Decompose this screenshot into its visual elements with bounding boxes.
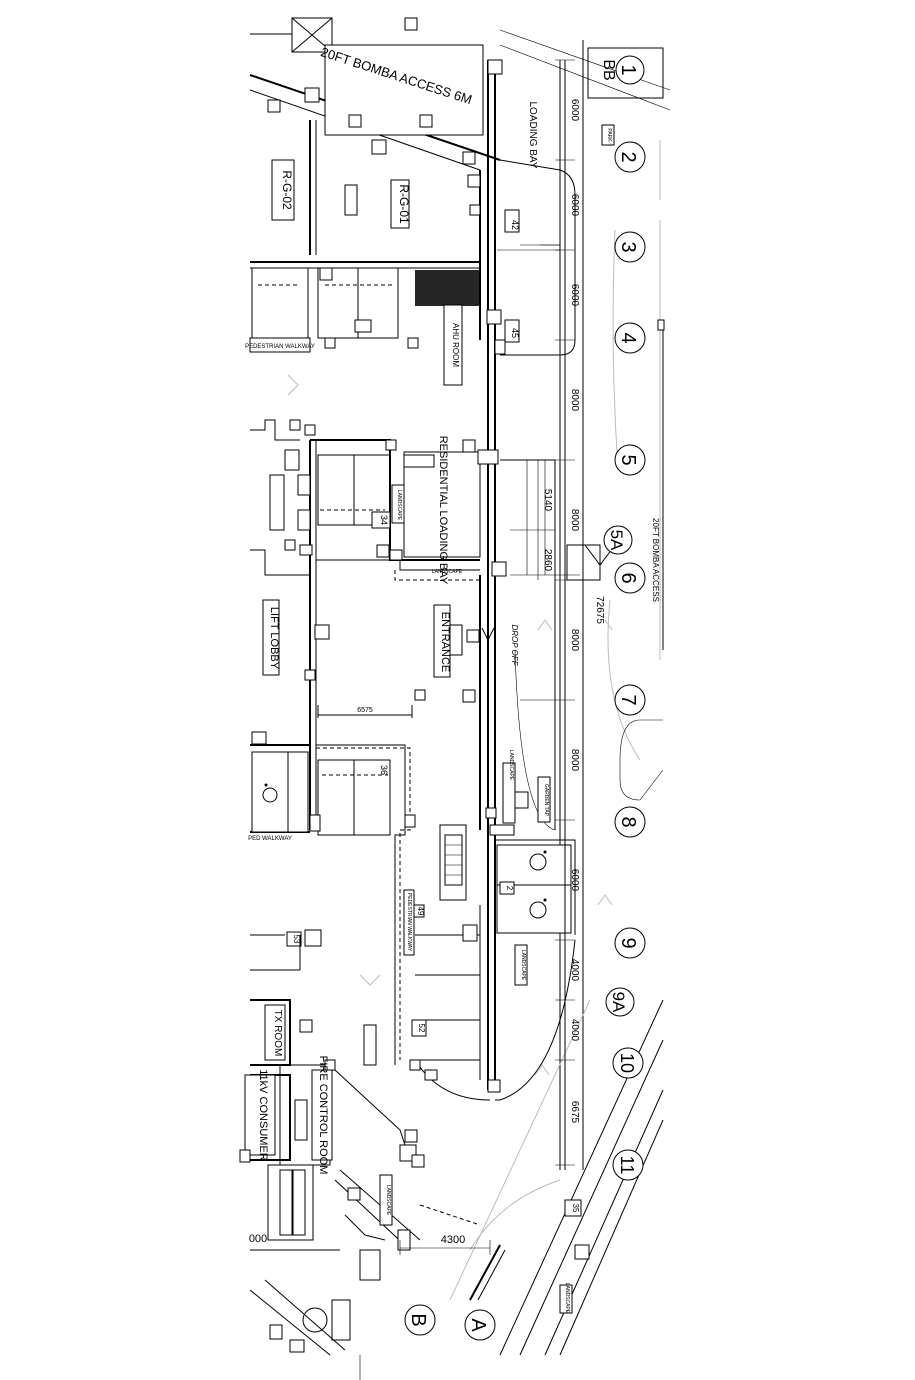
grid-5-bubble: 5 <box>614 444 646 476</box>
grid-b-bubble: B <box>404 1304 436 1336</box>
grid-8-bubble: 8 <box>614 806 646 838</box>
label-tx-room: TX ROOM <box>272 1010 283 1057</box>
bottom-building <box>239 999 590 1380</box>
grid-1-bubble: 1 <box>615 55 645 85</box>
park-35: 35 <box>571 1204 580 1213</box>
label-garden-tap: GARDEN TAP <box>543 784 549 817</box>
label-rg01: R-G-01 <box>397 184 411 224</box>
park-53: 53 <box>292 935 301 944</box>
label-landscape-1: LANDSCAPE <box>396 490 402 521</box>
grid-6-label: 6 <box>617 572 639 583</box>
grid-9-bubble: 9 <box>614 927 646 959</box>
label-landscape-5: LANDSCAPE <box>385 1185 391 1216</box>
grid-10-bubble: 10 <box>612 1047 644 1079</box>
label-landscape-2: LANDSCAPE <box>432 569 463 575</box>
grid-4-label: 4 <box>617 332 639 343</box>
grid-9a-label: 9A <box>609 992 628 1013</box>
label-lift-lobby: LIFT LOBBY <box>268 607 280 670</box>
dim-3: 6000 <box>569 284 580 307</box>
grid-9-label: 9 <box>617 937 639 948</box>
parking-numbers: 42 45 34 36 2 49 52 53 35 <box>292 220 580 1213</box>
park-45: 45 <box>510 328 520 338</box>
park-52: 52 <box>417 1024 426 1033</box>
dim-6: 8000 <box>569 629 580 652</box>
grid-a-label: A <box>467 1318 489 1332</box>
label-landscape-3: LANDSCAPE <box>508 750 514 781</box>
dim-overall: 72675 <box>594 596 605 624</box>
dim-4: 8000 <box>569 389 580 412</box>
top-building <box>249 17 664 386</box>
wheelchair-icon <box>529 898 547 919</box>
park-34: 34 <box>379 515 389 525</box>
wheelchair-icon <box>262 783 278 803</box>
label-bomba-right: 20FT BOMBA ACCESS <box>651 518 660 602</box>
label-ped-walkway-low: PEDESTRIAN WALKWAY <box>406 893 412 952</box>
wheelchair-icon <box>529 850 547 871</box>
grid-4-bubble: 4 <box>614 322 646 354</box>
label-landscape-4: LANDSCAPE <box>520 950 526 981</box>
dim-6575: 6575 <box>357 707 373 714</box>
label-walkway-mid: PED WALKWAY <box>248 836 292 842</box>
label-consumer: 11kV CONSUMER <box>257 1069 269 1161</box>
grid-10-label: 10 <box>617 1053 637 1073</box>
grid-b-label: B <box>407 1313 429 1326</box>
grid-11-bubble: 11 <box>612 1149 644 1181</box>
label-landscape-6: LANDSCAPE <box>564 1283 570 1314</box>
label-drop-off: DROP OFF <box>510 624 519 666</box>
dim-5: 8000 <box>569 509 580 532</box>
grid-1-label: 1 <box>617 64 639 75</box>
grid-a-bubble: A <box>464 1309 496 1341</box>
lower-building <box>250 731 572 1093</box>
park-2: 2 <box>505 886 514 891</box>
dimension-texts: 6000 6000 6000 8000 8000 8000 8000 6000 … <box>249 99 605 1246</box>
dim-9: 4000 <box>569 959 580 982</box>
grid-8-label: 8 <box>617 816 639 827</box>
accessible-parking-icons <box>262 783 547 919</box>
middle-building <box>250 419 507 830</box>
park-49: 49 <box>416 907 425 916</box>
grid-3-label: 3 <box>617 241 639 252</box>
dim-8: 6000 <box>569 869 580 892</box>
dim-5140: 5140 <box>542 489 553 512</box>
label-bb: BB <box>600 59 617 80</box>
grid-7-bubble: 7 <box>614 684 646 716</box>
label-loading-bay: LOADING BAY <box>527 101 538 168</box>
label-park: PARK <box>606 128 612 142</box>
grid-11-label: 11 <box>617 1156 637 1175</box>
grid-7-label: 7 <box>617 694 639 705</box>
grid-5a-bubble: 5A <box>603 525 633 555</box>
grid-5a-label: 5A <box>607 530 626 551</box>
park-36: 36 <box>379 765 389 775</box>
grid-6-bubble: 6 <box>614 562 646 594</box>
dim-000: 000 <box>249 1233 267 1245</box>
park-42: 42 <box>510 220 520 230</box>
grid-2-bubble: 2 <box>614 141 646 173</box>
label-entrance: ENTRANCE <box>439 612 451 673</box>
label-residential-loading-bay: RESIDENTIAL LOADING BAY <box>437 436 449 585</box>
label-ped-walkway-top: PEDESTRIAN WALKWAY <box>245 344 315 350</box>
grid-9a-bubble: 9A <box>605 987 635 1017</box>
grid-3-bubble: 3 <box>614 231 646 263</box>
dim-2860: 2860 <box>542 549 553 572</box>
dimension-line <box>537 59 575 1170</box>
dim-1: 6000 <box>569 99 580 122</box>
grid-bubbles: 1 2 3 4 5 5A 6 7 8 9 9A 10 11 A B <box>404 55 646 1341</box>
dim-11: 6675 <box>569 1101 580 1124</box>
dim-2: 6000 <box>569 194 580 217</box>
dim-10: 4000 <box>569 1019 580 1042</box>
grid-5-label: 5 <box>617 454 639 465</box>
dim-7: 8000 <box>569 749 580 772</box>
dim-4300: 4300 <box>441 1234 465 1246</box>
label-ahu-room: AHU ROOM <box>451 323 460 367</box>
grid-2-label: 2 <box>617 151 639 162</box>
label-fire-control: FIRE CONTROL ROOM <box>317 1056 329 1175</box>
label-rg02: R-G-02 <box>280 170 294 210</box>
